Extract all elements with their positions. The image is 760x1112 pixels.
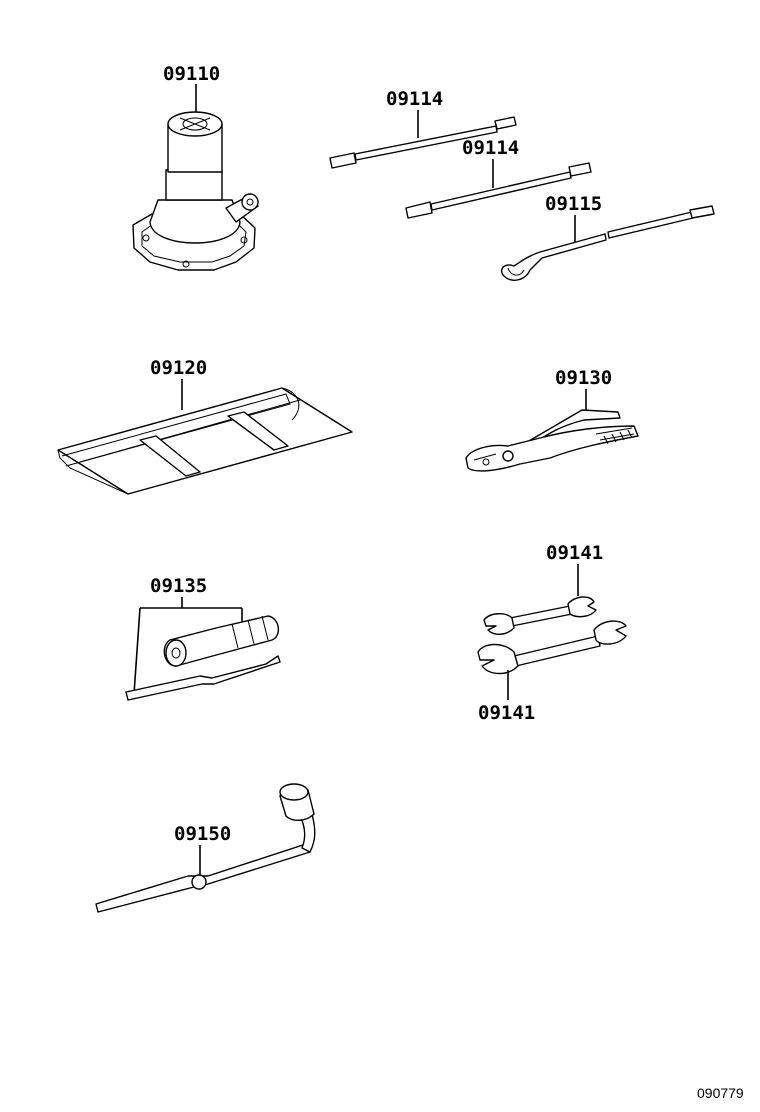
label-jack[interactable]: 09110: [163, 63, 220, 85]
label-jack-handle-3[interactable]: 09115: [545, 193, 602, 215]
jack-handle-upper: 09114: [329, 88, 517, 169]
wrench-lower-drawing: 09141: [477, 620, 627, 724]
label-wrench-upper[interactable]: 09141: [546, 542, 603, 564]
screwdriver-drawing: 09135: [125, 575, 281, 701]
label-jack-handle-2[interactable]: 09114: [462, 137, 519, 159]
label-tool-bag[interactable]: 09120: [150, 357, 207, 379]
label-wrench-lower[interactable]: 09141: [478, 702, 535, 724]
wheel-wrench-drawing: 09150: [95, 783, 316, 913]
jack-drawing: 09110: [132, 63, 259, 271]
label-pliers[interactable]: 09130: [555, 367, 612, 389]
label-screwdriver[interactable]: 09135: [150, 575, 207, 597]
pliers-drawing: 09130: [465, 367, 639, 472]
diagram-code: 090779: [697, 1085, 744, 1101]
jack-handle-hook: 09115: [500, 193, 715, 281]
jack-handle-middle: 09114: [405, 137, 592, 219]
tool-bag-drawing: 09120: [57, 357, 353, 495]
label-jack-handle-1[interactable]: 09114: [386, 88, 443, 110]
wrench-upper-drawing: 09141: [483, 542, 603, 635]
label-wheel-wrench[interactable]: 09150: [174, 823, 231, 845]
